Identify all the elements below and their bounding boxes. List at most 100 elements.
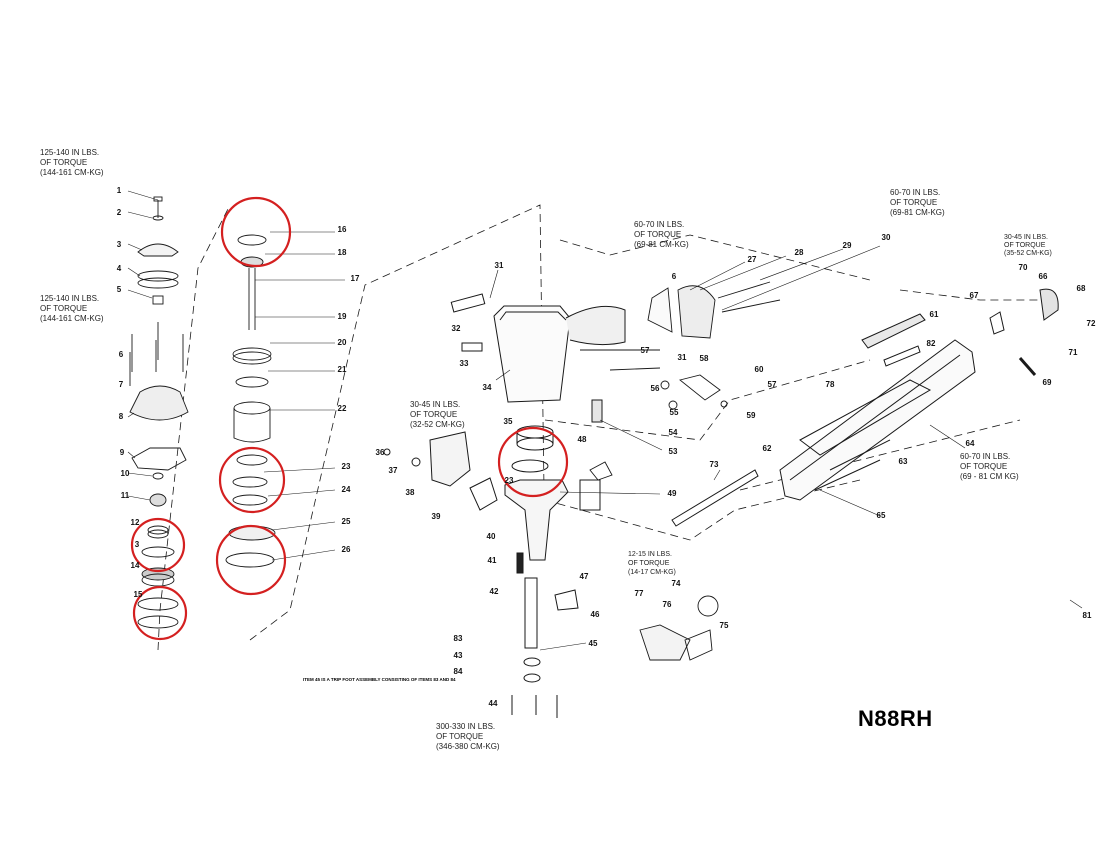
part-callout: 38: [405, 488, 415, 497]
part-callout: 42: [489, 587, 499, 596]
part-callout: 70: [1018, 263, 1028, 272]
part-callout: 82: [926, 339, 936, 348]
part-callout: 76: [662, 600, 672, 609]
part-callout: 26: [341, 545, 351, 554]
part-callout: 63: [898, 457, 908, 466]
part-callout: 16: [337, 225, 347, 234]
part-callout: 5: [116, 285, 122, 294]
part-callout: 3: [134, 540, 140, 549]
highlight-circle: [132, 585, 188, 641]
part-callout: 55: [669, 408, 679, 417]
highlight-circle: [130, 517, 186, 573]
part-callout: 73: [709, 460, 719, 469]
part-callout: 35: [503, 417, 513, 426]
torque-note: 30-45 IN LBS.OF TORQUE(32-52 CM-KG): [410, 400, 465, 429]
part-callout: 32: [451, 324, 461, 333]
part-callout: 69: [1042, 378, 1052, 387]
torque-note: 60-70 IN LBS.OF TORQUE(69-81 CM-KG): [890, 188, 945, 217]
part-callout: 6: [118, 350, 124, 359]
part-callout: 78: [825, 380, 835, 389]
part-callout: 58: [699, 354, 709, 363]
part-callout: 14: [130, 561, 140, 570]
part-callout: 36: [375, 448, 385, 457]
part-callout: 54: [668, 428, 678, 437]
part-callout: 1: [116, 186, 122, 195]
part-callout: 6: [671, 272, 677, 281]
highlight-circle: [215, 524, 287, 596]
highlight-circle: [218, 446, 286, 514]
part-callout: 43: [453, 651, 463, 660]
part-callout: 33: [459, 359, 469, 368]
part-callout: 37: [388, 466, 398, 475]
part-callout: 47: [579, 572, 589, 581]
part-callout: 67: [969, 291, 979, 300]
part-callout: 17: [350, 274, 360, 283]
part-callout: 39: [431, 512, 441, 521]
part-callout: 18: [337, 248, 347, 257]
part-callout: 10: [120, 469, 130, 478]
part-callout: 8: [118, 412, 124, 421]
part-callout: 57: [767, 380, 777, 389]
torque-note: 30-45 IN LBS.OF TORQUE(35-52 CM-KG): [1004, 234, 1052, 257]
part-callout: 83: [453, 634, 463, 643]
part-callout: 68: [1076, 284, 1086, 293]
part-callout: 53: [668, 447, 678, 456]
part-callout: 44: [488, 699, 498, 708]
torque-note: 300-330 IN LBS.OF TORQUE(346-380 CM-KG): [436, 722, 500, 751]
part-callout: 12: [130, 518, 140, 527]
part-callout: 71: [1068, 348, 1078, 357]
part-callout: 72: [1086, 319, 1096, 328]
part-callout: 22: [337, 404, 347, 413]
part-callout: 62: [762, 444, 772, 453]
part-callout: 64: [965, 439, 975, 448]
part-callout: 81: [1082, 611, 1092, 620]
leader-lines: [127, 190, 1083, 651]
part-callout: 7: [118, 380, 124, 389]
torque-note: 125-140 IN LBS.OF TORQUE(144-161 CM-KG): [40, 294, 104, 323]
highlight-circle: [220, 196, 292, 268]
highlight-circle: [497, 426, 569, 498]
torque-note: 60-70 IN LBS.OF TORQUE(69-81 CM-KG): [634, 220, 689, 249]
torque-note: 125-140 IN LBS.OF TORQUE(144-161 CM-KG): [40, 148, 104, 177]
part-callout: 9: [119, 448, 125, 457]
part-callout: 24: [341, 485, 351, 494]
part-callout: 31: [494, 261, 504, 270]
left-column-parts: [129, 196, 189, 629]
torque-note: 12-15 IN LBS.OF TORQUE(14-17 CM-KG): [628, 551, 676, 576]
part-callout: 2: [116, 208, 122, 217]
dashed-assembly-lines: [157, 204, 1040, 651]
part-callout: 56: [650, 384, 660, 393]
part-callout: 61: [929, 310, 939, 319]
part-callout: 21: [337, 365, 347, 374]
part-callout: 34: [482, 383, 492, 392]
part-callout: 59: [746, 411, 756, 420]
model-name: N88RH: [858, 706, 933, 731]
part-callout: 48: [577, 435, 587, 444]
part-callout: 29: [842, 241, 852, 250]
part-callout: 77: [634, 589, 644, 598]
part-callout: 19: [337, 312, 347, 321]
part-callout: 3: [116, 240, 122, 249]
item-note: ITEM 45 IS A TRIP FOOT ASSEMBLY CONSISTI…: [303, 677, 456, 682]
part-callout: 11: [120, 491, 130, 500]
part-callout: 46: [590, 610, 600, 619]
part-callout: 23: [341, 462, 351, 471]
trigger-assembly: [639, 595, 719, 661]
part-callout: 60: [754, 365, 764, 374]
part-callout: 4: [116, 264, 122, 273]
part-callout: 75: [719, 621, 729, 630]
housing-body: [383, 293, 626, 718]
part-callout: 30: [881, 233, 891, 242]
part-callout: 45: [588, 639, 598, 648]
part-callout: 23: [504, 476, 514, 485]
part-callout: 28: [794, 248, 804, 257]
torque-note: 60-70 IN LBS.OF TORQUE(69 - 81 CM KG): [960, 452, 1019, 481]
part-callout: 65: [876, 511, 886, 520]
part-callout: 66: [1038, 272, 1048, 281]
part-callout: 74: [671, 579, 681, 588]
magazine-assembly: [671, 288, 1059, 527]
part-callout: 31: [677, 353, 687, 362]
center-column-parts: [225, 234, 276, 568]
part-callout: 40: [486, 532, 496, 541]
part-callout: 84: [453, 667, 463, 676]
